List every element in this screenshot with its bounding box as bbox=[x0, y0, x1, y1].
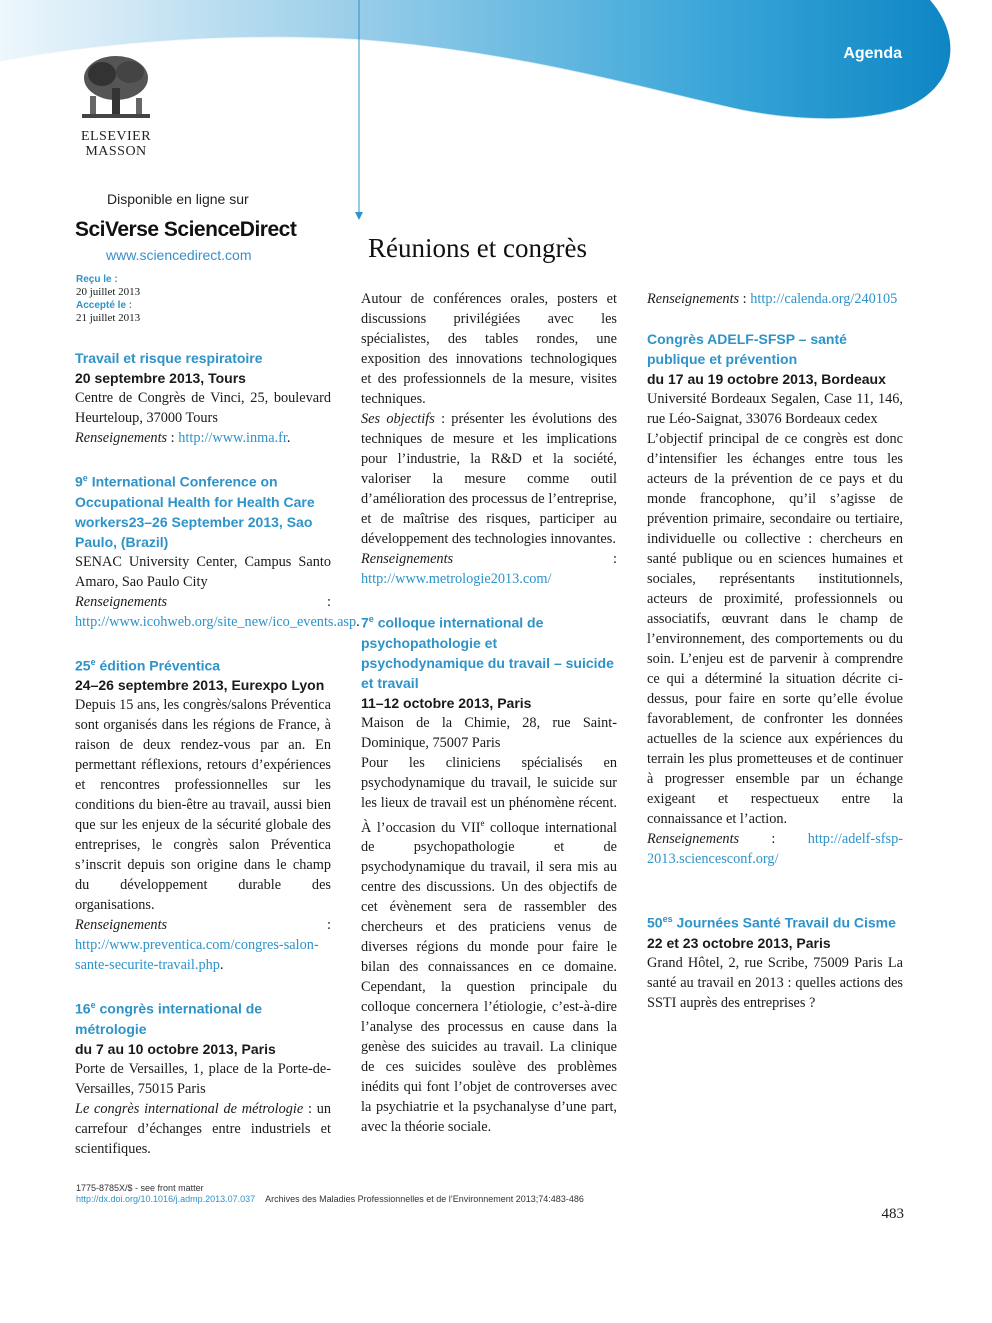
event-title: Congrès ADELF-SFSP – santé publique et p… bbox=[647, 331, 847, 367]
tree-icon bbox=[78, 52, 154, 124]
event-date: du 7 au 10 octobre 2013, Paris bbox=[75, 1040, 276, 1057]
event-text: SENAC University Center, Campus Santo Am… bbox=[75, 553, 331, 590]
journal-citation: Archives des Maladies Professionnelles e… bbox=[265, 1194, 584, 1204]
footer: 1775-8785X/$ - see front matter http://d… bbox=[76, 1183, 584, 1205]
received-date: 20 juillet 2013 bbox=[76, 286, 141, 298]
event-title: 16e congrès international de métrologie bbox=[75, 1000, 263, 1037]
event-date: 24–26 septembre 2013, Eurexpo Lyon bbox=[75, 677, 325, 694]
info-label: Renseignements bbox=[75, 917, 168, 934]
platform-name: SciVerse ScienceDirect bbox=[75, 218, 297, 241]
page-title: Réunions et congrès bbox=[368, 233, 587, 263]
info-label: Renseignements bbox=[647, 291, 740, 307]
available-online: Disponible en ligne sur bbox=[107, 191, 249, 207]
event-link[interactable]: http://www.metrologie2013.com/ bbox=[361, 571, 552, 587]
article-dates: Reçu le : 20 juillet 2013 Accepté le : 2… bbox=[76, 273, 140, 325]
info-label: Renseignements bbox=[75, 430, 168, 446]
publisher-name: ELSEVIER bbox=[80, 129, 152, 144]
column-2: Autour de conférences orales, posters et… bbox=[361, 291, 618, 1136]
page-number: 483 bbox=[881, 1206, 905, 1222]
event-text: Université Bordeaux Segalen, Case 11, 14… bbox=[647, 391, 903, 427]
header-banner bbox=[0, 0, 951, 220]
event-link[interactable]: http://www.inma.fr bbox=[178, 430, 287, 446]
event-text: Autour de conférences orales, posters et… bbox=[361, 291, 617, 407]
event-title: Travail et risque respiratoire bbox=[75, 350, 263, 366]
publisher-name-2: MASSON bbox=[85, 144, 147, 159]
column-1: Travail et risque respiratoire 20 septem… bbox=[75, 350, 360, 1157]
doi-link[interactable]: http://dx.doi.org/10.1016/j.admp.2013.07… bbox=[76, 1194, 256, 1204]
platform-url[interactable]: www.sciencedirect.com bbox=[106, 247, 252, 263]
accepted-date: 21 juillet 2013 bbox=[76, 312, 141, 324]
event-title: 50es Journées Santé Travail du Cisme bbox=[647, 914, 896, 931]
event-date: 22 et 23 octobre 2013, Paris bbox=[647, 934, 831, 951]
event-text: Pour les cliniciens spécialisés en psych… bbox=[361, 754, 618, 1136]
event-date: 20 septembre 2013, Tours bbox=[75, 370, 246, 386]
accepted-label: Accepté le : bbox=[76, 300, 133, 311]
info-label: Renseignements bbox=[647, 831, 740, 847]
event-title: 25e édition Préventica bbox=[75, 656, 221, 674]
issn-line: 1775-8785X/$ - see front matter bbox=[76, 1183, 204, 1193]
event-text: Ses objectifs : présenter les évolutions… bbox=[361, 411, 618, 547]
event-text: Maison de la Chimie, 28, rue Saint-Domin… bbox=[361, 714, 617, 751]
event-title: 9e International Conference on Occupatio… bbox=[75, 473, 315, 550]
column-3: Renseignements : http://calenda.org/2401… bbox=[647, 291, 903, 1011]
info-label: Renseignements bbox=[361, 551, 454, 567]
event-date: du 17 au 19 octobre 2013, Bordeaux bbox=[647, 371, 886, 387]
event-title: 7e colloque international de psychopatho… bbox=[361, 614, 614, 691]
received-label: Reçu le : bbox=[76, 274, 118, 285]
event-text: Grand Hôtel, 2, rue Scribe, 75009 Paris … bbox=[647, 954, 903, 1011]
event-link[interactable]: http://adelf-sfsp-2013.sciencesconf.org/ bbox=[647, 831, 903, 867]
section-label: Agenda bbox=[843, 45, 902, 62]
event-text: L’objectif principal de ce congrès est d… bbox=[647, 431, 903, 827]
event-link[interactable]: http://www.preventica.com/congres-salon-… bbox=[75, 937, 319, 974]
event-link[interactable]: http://calenda.org/240105 bbox=[750, 291, 898, 307]
event-text: Le congrès international de métrologie :… bbox=[75, 1100, 331, 1157]
info-label: Renseignements bbox=[75, 593, 168, 610]
event-date: 11–12 octobre 2013, Paris bbox=[361, 694, 532, 711]
event-text: Centre de Congrès de Vinci, 25, boulevar… bbox=[75, 390, 331, 426]
event-link[interactable]: http://www.icohweb.org/site_new/ico_even… bbox=[75, 613, 357, 630]
publisher-logo: ELSEVIER MASSON bbox=[76, 52, 156, 159]
event-text: Depuis 15 ans, les congrès/salons Préven… bbox=[75, 697, 331, 914]
event-text: Porte de Versailles, 1, place de la Port… bbox=[75, 1060, 331, 1097]
